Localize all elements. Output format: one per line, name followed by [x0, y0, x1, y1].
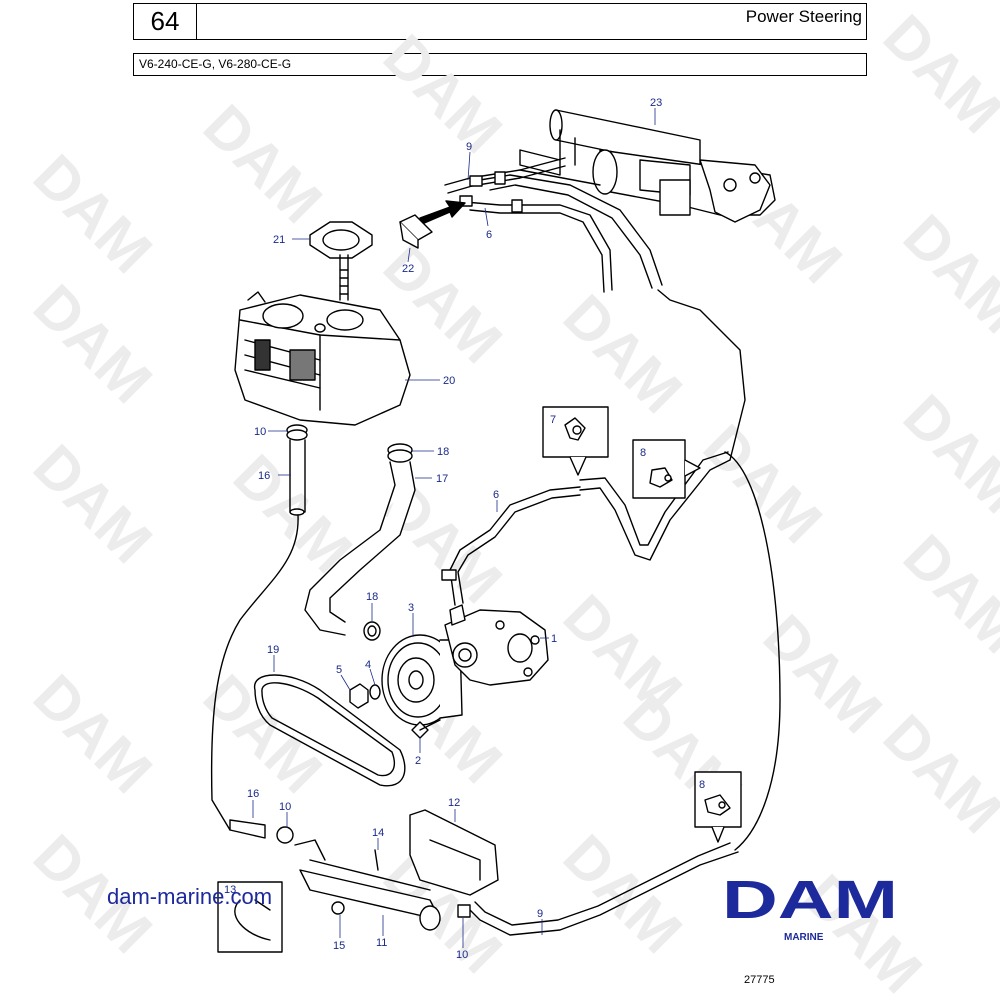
callout-18b: 18	[366, 591, 378, 603]
callout-2: 2	[415, 755, 421, 767]
return-hose-long	[210, 514, 299, 831]
return-hose-lower	[229, 819, 294, 844]
detail-box-8-lower	[694, 771, 742, 843]
bolt-2	[411, 719, 441, 739]
callout-15: 15	[333, 940, 345, 952]
svg-text:DAM: DAM	[891, 522, 1000, 666]
pump-pulley-3	[381, 634, 463, 726]
callout-1: 1	[551, 633, 557, 645]
detail-box-13	[217, 881, 283, 953]
svg-text:DAM: DAM	[691, 412, 835, 556]
callout-21: 21	[273, 234, 285, 246]
callout-19: 19	[267, 644, 279, 656]
callout-17: 17	[436, 473, 448, 485]
callout-6b: 6	[493, 489, 499, 501]
svg-text:DAM: DAM	[191, 92, 335, 236]
svg-text:DAM: DAM	[751, 602, 895, 746]
svg-text:DAM: DAM	[871, 702, 1000, 846]
callout-8: 8	[640, 447, 646, 459]
upper-pipes	[444, 157, 663, 293]
svg-text:DAM: DAM	[551, 282, 695, 426]
detail-box-8-upper	[632, 439, 701, 499]
callout-3: 3	[408, 602, 414, 614]
callout-23: 23	[650, 97, 662, 109]
nut-part-22	[399, 214, 433, 249]
watermark-layer: DAM DAM DAM DAM DAM DAM DAM DAM DAM DAM …	[21, 2, 1000, 1000]
model-list: V6-240-CE-G, V6-280-CE-G	[139, 57, 292, 71]
svg-text:DAM: DAM	[371, 22, 515, 166]
washer-4	[369, 684, 381, 700]
steering-cylinder	[519, 109, 776, 223]
hose-clamp-10-lower	[457, 904, 471, 918]
figure-id: 27775	[744, 974, 775, 986]
callout-16: 16	[258, 470, 270, 482]
callout-22: 22	[402, 263, 414, 275]
cable-tie-14	[374, 849, 379, 871]
svg-text:DAM: DAM	[891, 382, 1000, 526]
callout-11: 11	[376, 937, 387, 949]
svg-text:DAM: DAM	[871, 2, 1000, 146]
drive-belt-19	[254, 674, 406, 787]
callout-16b: 16	[247, 788, 259, 800]
nut-5	[349, 683, 369, 709]
callout-14: 14	[372, 827, 384, 839]
callout-10: 10	[254, 426, 266, 438]
page-title: Power Steering	[745, 7, 862, 26]
page-number: 64	[133, 3, 197, 40]
title-box: Power Steering	[196, 3, 867, 40]
oil-cooler-11	[294, 839, 441, 931]
callout-9b: 9	[537, 908, 543, 920]
callout-13: 13	[224, 884, 236, 896]
svg-text:MARINE: MARINE	[784, 932, 824, 943]
detail-box-7	[542, 406, 609, 476]
leader-lines	[252, 108, 656, 948]
callout-9: 9	[466, 141, 472, 153]
svg-text:DAM: DAM	[722, 874, 898, 930]
callouts: 23 9 21 22 6 20 10 18 16 17 6 7 8 18 3 1…	[224, 97, 705, 961]
return-hose-upper	[286, 424, 308, 516]
svg-text:DAM: DAM	[21, 662, 165, 806]
callout-8b: 8	[699, 779, 705, 791]
callout-5: 5	[336, 664, 342, 676]
svg-text:DAM: DAM	[21, 142, 165, 286]
callout-18: 18	[437, 446, 449, 458]
models-box: V6-240-CE-G, V6-280-CE-G	[133, 53, 867, 76]
svg-text:DAM: DAM	[891, 202, 1000, 346]
dam-marine-logo: DAM MARINE	[722, 874, 898, 943]
svg-text:DAM: DAM	[21, 272, 165, 416]
mounting-bracket-12	[409, 809, 499, 896]
callout-4: 4	[365, 659, 371, 671]
callout-6: 6	[486, 229, 492, 241]
feed-hose-17	[304, 443, 416, 636]
callout-10c: 10	[456, 949, 468, 961]
power-steering-pump-1	[444, 604, 549, 686]
callout-7: 7	[550, 414, 556, 426]
callout-12: 12	[448, 797, 460, 809]
hose-9	[469, 289, 781, 936]
bolt-15	[331, 901, 345, 915]
washer-18-lower	[363, 621, 381, 641]
reservoir-tank-20	[234, 291, 411, 426]
callout-10b: 10	[279, 801, 291, 813]
reservoir-cap-21	[309, 221, 373, 301]
direction-arrow	[419, 200, 466, 225]
svg-text:DAM: DAM	[21, 432, 165, 576]
site-url[interactable]: dam-marine.com	[107, 884, 273, 909]
callout-20: 20	[443, 375, 455, 387]
